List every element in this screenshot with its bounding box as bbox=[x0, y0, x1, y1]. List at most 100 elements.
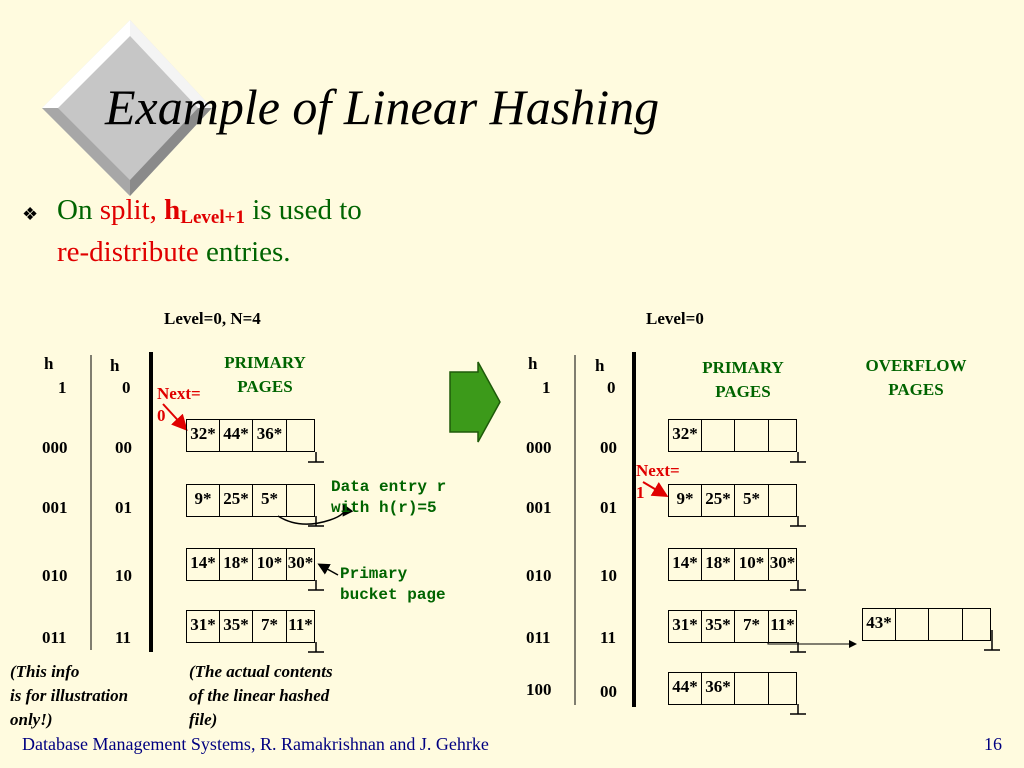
right-h0-value: 00 bbox=[600, 438, 617, 457]
illustration-note: (This info is for illustration only!) bbox=[10, 660, 128, 732]
left-h1-value: 010 bbox=[42, 566, 68, 585]
right-h0-value: 11 bbox=[600, 628, 617, 647]
bucket-line-2: bucket page bbox=[340, 586, 446, 604]
right-bucket-page: 9*25*5* bbox=[668, 484, 798, 517]
slide-title: Example of Linear Hashing bbox=[105, 79, 660, 135]
left-bucket-page: 9*25*5* bbox=[186, 484, 316, 517]
right-h0-label: h bbox=[595, 356, 605, 375]
right-h0-value: 00 bbox=[600, 682, 617, 701]
left-primary-pages-label: PRIMARY PAGES bbox=[224, 353, 306, 396]
right-h1-label: h bbox=[528, 354, 538, 373]
left-next-label: Next= 0 bbox=[157, 383, 201, 427]
right-next-text: Next= bbox=[636, 461, 680, 480]
bucket-cell: 35* bbox=[701, 610, 735, 643]
bucket-cell: 7* bbox=[734, 610, 769, 643]
bucket-page-arrow-icon bbox=[317, 563, 339, 576]
bucket-cell: 10* bbox=[252, 548, 287, 581]
bucket-cell: 30* bbox=[768, 548, 797, 581]
right-primary-pages-label: PRIMARY PAGES bbox=[702, 358, 784, 401]
bucket-cell: 11* bbox=[768, 610, 797, 643]
bucket-cell bbox=[734, 672, 769, 705]
data-entry-line-2: with h(r)=5 bbox=[331, 499, 437, 517]
right-next-label: Next= 1 bbox=[636, 460, 680, 504]
bucket-cell: 5* bbox=[252, 484, 287, 517]
left-bucket-page: 32*44*36* bbox=[186, 419, 316, 452]
bucket-cell: 18* bbox=[701, 548, 735, 581]
bucket-cell: 7* bbox=[252, 610, 287, 643]
bucket-cell: 32* bbox=[186, 419, 220, 452]
bullet-line-1: On split, hLevel+1 is used to bbox=[57, 194, 362, 229]
left-h0-label: h bbox=[110, 356, 120, 375]
bullet-comma: , bbox=[149, 194, 157, 226]
left-header: Level=0, N=4 bbox=[164, 309, 261, 328]
data-entry-annotation: Data entry r with h(r)=5 bbox=[331, 477, 446, 519]
right-bucket-page: 14*18*10*30* bbox=[668, 548, 798, 581]
bullet-word-on: On bbox=[57, 194, 93, 226]
bucket-cell: 11* bbox=[286, 610, 315, 643]
bucket-cell bbox=[734, 419, 769, 452]
overflow-cell bbox=[895, 608, 929, 641]
bucket-cell: 18* bbox=[219, 548, 253, 581]
right-h0-sub: 0 bbox=[607, 378, 616, 397]
right-h1-value: 011 bbox=[526, 628, 551, 647]
right-bucket-page: 44*36* bbox=[668, 672, 798, 705]
left-h1-value: 001 bbox=[42, 498, 68, 517]
left-bucket-page: 14*18*10*30* bbox=[186, 548, 316, 581]
bucket-cell: 44* bbox=[668, 672, 702, 705]
overflow-page: 43* bbox=[862, 608, 992, 641]
left-next-arrow-icon bbox=[162, 403, 188, 431]
bucket-cell: 14* bbox=[186, 548, 220, 581]
bullet-diamond-icon: ❖ bbox=[22, 204, 39, 224]
bucket-cell: 44* bbox=[219, 419, 253, 452]
right-h1-value: 100 bbox=[526, 680, 552, 699]
footer-citation: Database Management Systems, R. Ramakris… bbox=[22, 734, 489, 754]
right-bucket-page: 31*35*7*11* bbox=[668, 610, 798, 643]
contents-note: (The actual contents of the linear hashe… bbox=[189, 660, 333, 732]
bucket-cell: 25* bbox=[219, 484, 253, 517]
left-next-text: Next= bbox=[157, 384, 201, 403]
bucket-cell bbox=[701, 419, 735, 452]
overflow-cell: 43* bbox=[862, 608, 896, 641]
bucket-cell: 25* bbox=[701, 484, 735, 517]
left-h0-value: 10 bbox=[115, 566, 132, 585]
left-h1-label: h bbox=[44, 354, 54, 373]
bullet-h: h bbox=[164, 194, 181, 226]
bullet-word-entries: entries. bbox=[205, 236, 291, 268]
bucket-cell: 14* bbox=[668, 548, 702, 581]
bucket-cell: 32* bbox=[668, 419, 702, 452]
right-bucket-ground-icons bbox=[790, 452, 1000, 715]
left-h0-value: 00 bbox=[115, 438, 132, 457]
illustration-note-line-3: only!) bbox=[10, 710, 53, 729]
right-h1-sub: 1 bbox=[542, 378, 551, 397]
bucket-cell bbox=[286, 484, 315, 517]
bullet-line-2: re-distribute entries. bbox=[57, 236, 291, 269]
right-h1-value: 000 bbox=[526, 438, 552, 457]
data-entry-arrow-icon bbox=[277, 503, 354, 525]
bucket-cell bbox=[768, 484, 797, 517]
bucket-cell bbox=[286, 419, 315, 452]
right-h1-value: 010 bbox=[526, 566, 552, 585]
bucket-cell: 36* bbox=[252, 419, 287, 452]
bucket-cell bbox=[768, 419, 797, 452]
right-overflow-pages-label: OVERFLOW PAGES bbox=[865, 356, 967, 399]
right-h1-value: 001 bbox=[526, 498, 552, 517]
overflow-cell bbox=[962, 608, 991, 641]
transition-arrow-icon bbox=[449, 361, 501, 443]
bucket-cell bbox=[768, 672, 797, 705]
bullet-h-level: hLevel+1 bbox=[164, 194, 245, 228]
right-h0-value: 01 bbox=[600, 498, 617, 517]
left-h1-sub: 1 bbox=[58, 378, 67, 397]
data-entry-line-1: Data entry r bbox=[331, 478, 447, 496]
left-h0-value: 01 bbox=[115, 498, 132, 517]
bucket-cell: 9* bbox=[186, 484, 220, 517]
bucket-line-1: Primary bbox=[340, 565, 408, 583]
contents-note-line-3: file) bbox=[189, 710, 218, 729]
right-h0-value: 10 bbox=[600, 566, 617, 585]
diamond-logo-icon bbox=[42, 20, 212, 196]
bucket-cell: 35* bbox=[219, 610, 253, 643]
bucket-cell: 31* bbox=[186, 610, 220, 643]
left-bucket-ground-icons bbox=[308, 452, 324, 653]
overflow-cell bbox=[928, 608, 963, 641]
bullet-word-used: is used to bbox=[252, 194, 362, 226]
